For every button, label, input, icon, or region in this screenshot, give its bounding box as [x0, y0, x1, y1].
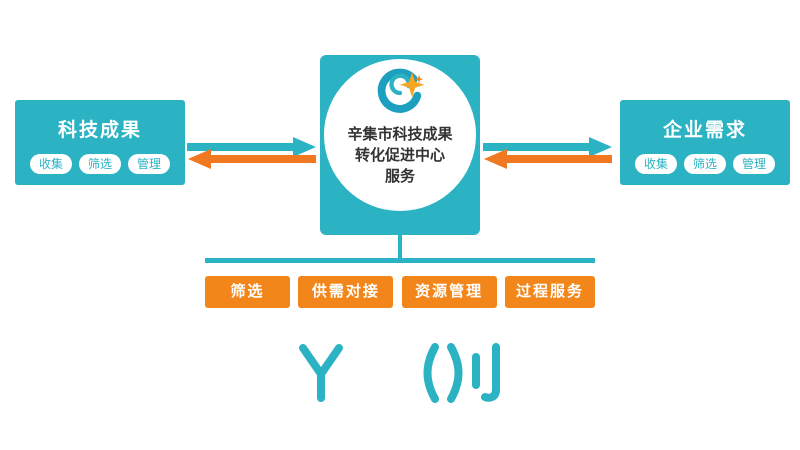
watermark-glyphs [299, 343, 500, 403]
button-resource-management[interactable]: 资源管理 [401, 276, 497, 308]
center-node: 辛集市科技成果 转化促进中心 服务 [320, 55, 480, 235]
button-screening[interactable]: 筛选 [205, 276, 290, 308]
tag-manage[interactable]: 管理 [128, 154, 171, 174]
center-title-line3: 服务 [384, 168, 415, 185]
tag-collect[interactable]: 收集 [634, 154, 677, 174]
panel-enterprise-demand: 企业需求 收集 筛选 管理 [620, 100, 790, 185]
center-logo-icon [377, 68, 425, 113]
button-supply-demand-matching[interactable]: 供需对接 [298, 276, 394, 308]
pill-row: 收集 筛选 管理 [15, 154, 185, 174]
panel-title: 企业需求 [662, 120, 747, 141]
teal-right-arrow-icon [483, 137, 612, 157]
panel-sci-tech-achievements: 科技成果 收集 筛选 管理 [15, 100, 185, 185]
orange-left-arrow-icon [484, 149, 612, 169]
panel-title: 科技成果 [57, 120, 142, 141]
tag-screen[interactable]: 筛选 [78, 154, 121, 174]
vertical-connector [398, 235, 402, 260]
center-title-line2: 转化促进中心 [354, 147, 445, 164]
tag-collect[interactable]: 收集 [29, 154, 72, 174]
teal-right-arrow-icon [187, 137, 316, 157]
horizontal-connector [205, 258, 595, 263]
arrow-pair-left [187, 137, 316, 169]
pill-row: 收集 筛选 管理 [620, 154, 790, 174]
tag-manage[interactable]: 管理 [733, 154, 776, 174]
orange-left-arrow-icon [188, 149, 316, 169]
service-button-row: 筛选 供需对接 资源管理 过程服务 [205, 276, 595, 308]
center-title-line1: 辛集市科技成果 [347, 126, 453, 143]
arrow-pair-right [483, 137, 612, 169]
tag-screen[interactable]: 筛选 [683, 154, 726, 174]
center-circle: 辛集市科技成果 转化促进中心 服务 [324, 59, 476, 211]
button-process-service[interactable]: 过程服务 [504, 276, 595, 308]
center-title: 辛集市科技成果 转化促进中心 服务 [324, 124, 476, 187]
